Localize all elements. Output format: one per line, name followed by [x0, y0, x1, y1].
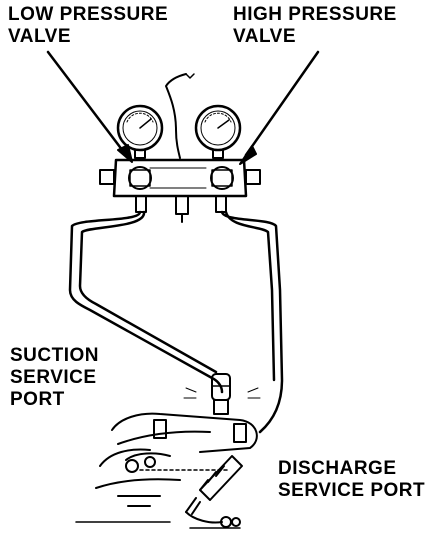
low-pressure-leader-arrow — [46, 50, 133, 163]
low-pressure-label-line-2: VALVE — [8, 26, 72, 47]
high-pressure-label-line-1: HIGH PRESSURE — [233, 4, 397, 25]
high-pressure-valve-knob — [211, 169, 233, 187]
manifold-body — [99, 158, 261, 198]
low-pressure-valve-label: LOW PRESSURE VALVE — [8, 4, 168, 48]
manifold-fittings — [135, 195, 227, 223]
high-pressure-gauge — [194, 104, 242, 159]
low-pressure-label-line-1: LOW PRESSURE — [8, 4, 169, 25]
discharge-service-port — [185, 455, 243, 528]
high-side-hose — [220, 210, 284, 434]
suction-service-port — [183, 373, 261, 415]
low-pressure-gauge — [116, 104, 164, 159]
high-pressure-label-line-2: VALVE — [233, 26, 297, 47]
low-pressure-valve-knob — [129, 169, 151, 187]
low-side-hose — [68, 210, 224, 394]
suction-label-line-3: PORT — [10, 389, 65, 410]
suction-service-port-label: SUCTION SERVICE PORT — [10, 345, 99, 411]
suction-label-line-2: SERVICE — [10, 367, 97, 388]
discharge-service-port-label: DISCHARGE SERVICE PORT — [278, 458, 425, 502]
discharge-label-line-2: SERVICE PORT — [278, 480, 426, 501]
engine-base-line — [75, 521, 241, 529]
high-pressure-valve-label: HIGH PRESSURE VALVE — [233, 4, 397, 48]
suction-label-line-1: SUCTION — [10, 345, 99, 366]
compressor-assembly — [95, 412, 258, 507]
hanger-hook — [165, 73, 187, 159]
discharge-label-line-1: DISCHARGE — [278, 458, 397, 479]
high-pressure-leader-arrow — [239, 50, 320, 165]
